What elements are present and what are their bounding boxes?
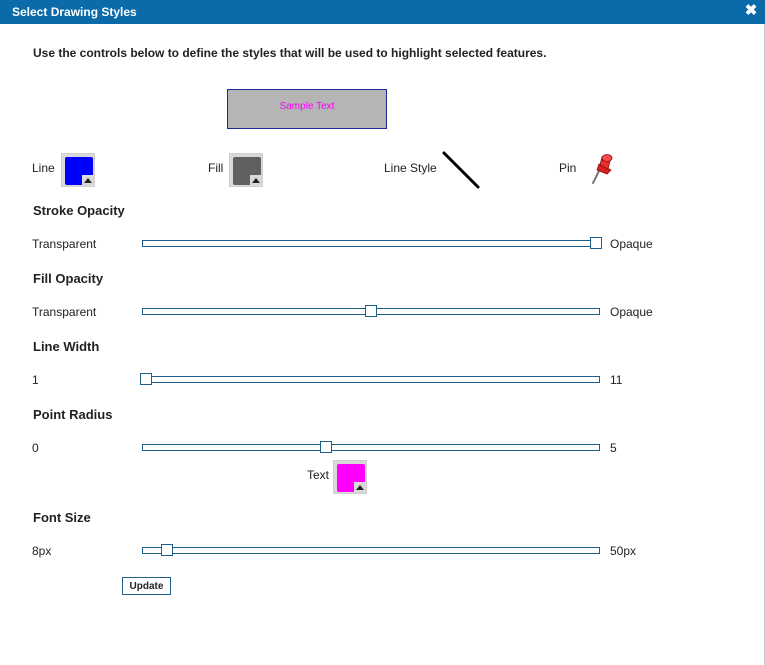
red-pushpin-icon[interactable] <box>590 152 616 186</box>
fill-opacity-min-label: Transparent <box>32 305 97 319</box>
line-color-picker[interactable] <box>61 153 95 187</box>
line-style-label: Line Style <box>384 161 437 175</box>
font-size-max-label: 50px <box>610 544 637 558</box>
stroke-opacity-slider-handle[interactable] <box>590 237 602 249</box>
line-width-min-label: 1 <box>32 373 39 387</box>
caret-up-icon <box>356 485 364 490</box>
line-width-max-label: 11 <box>610 373 623 387</box>
fill-color-label: Fill <box>208 161 224 175</box>
pin-label: Pin <box>559 161 577 175</box>
font-size-title: Font Size <box>33 510 91 525</box>
line-width-slider-handle[interactable] <box>140 373 152 385</box>
stroke-opacity-max-label: Opaque <box>610 237 653 251</box>
fill-opacity-slider[interactable] <box>142 305 600 317</box>
point-radius-slider-handle[interactable] <box>320 441 332 453</box>
fill-opacity-slider-handle[interactable] <box>365 305 377 317</box>
font-size-min-label: 8px <box>32 544 52 558</box>
caret-up-icon <box>252 178 260 183</box>
text-color-picker[interactable] <box>333 460 367 494</box>
stroke-opacity-slider[interactable] <box>142 237 602 249</box>
stroke-opacity-min-label: Transparent <box>32 237 97 251</box>
point-radius-title: Point Radius <box>33 407 113 422</box>
fill-opacity-title: Fill Opacity <box>33 271 104 286</box>
line-width-slider[interactable] <box>140 373 600 385</box>
close-icon[interactable]: ✖ <box>744 2 758 19</box>
diagonal-solid-line-icon[interactable] <box>440 150 482 190</box>
text-color-label: Text <box>307 468 330 482</box>
stroke-opacity-title: Stroke Opacity <box>33 203 125 218</box>
point-radius-max-label: 5 <box>610 441 617 455</box>
caret-up-icon <box>84 178 92 183</box>
sample-text-preview: Sample Text <box>227 89 387 129</box>
dialog-title: Select Drawing Styles <box>12 5 137 19</box>
line-width-title: Line Width <box>33 339 100 354</box>
dialog-titlebar[interactable]: Select Drawing Styles ✖ <box>0 0 765 24</box>
font-size-slider[interactable] <box>142 544 600 556</box>
instructions-text: Use the controls below to define the sty… <box>33 46 547 60</box>
point-radius-slider[interactable] <box>142 441 600 453</box>
fill-color-picker[interactable] <box>229 153 263 187</box>
fill-opacity-max-label: Opaque <box>610 305 653 319</box>
update-button[interactable]: Update <box>122 577 171 595</box>
font-size-slider-handle[interactable] <box>161 544 174 556</box>
line-color-label: Line <box>32 161 55 175</box>
point-radius-min-label: 0 <box>32 441 39 455</box>
